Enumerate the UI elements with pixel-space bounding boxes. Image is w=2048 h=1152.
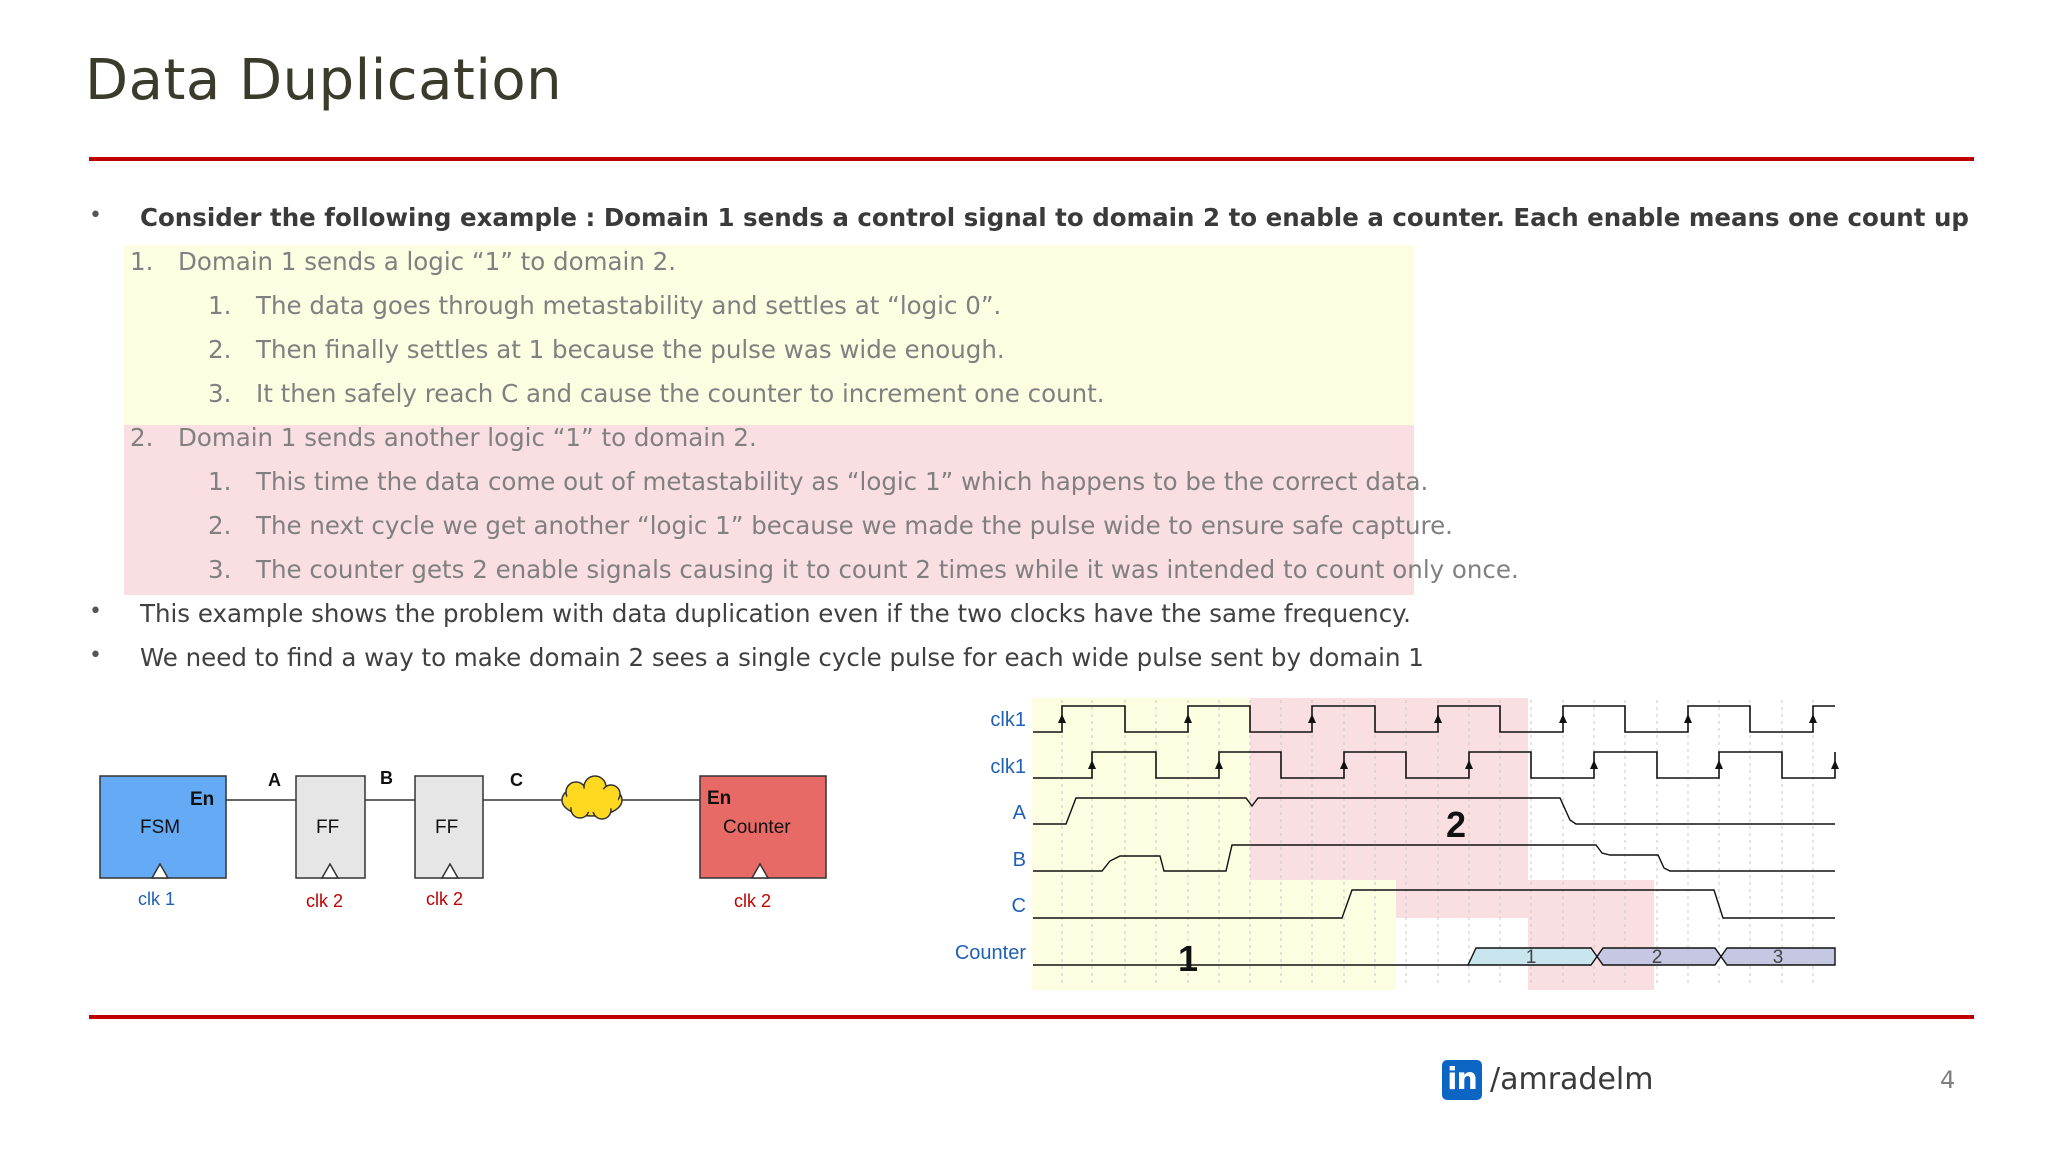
region-1-label: 1: [1178, 938, 1198, 979]
signal-label-clk1: clk1: [990, 709, 1026, 731]
counter-clock-triangle: [750, 862, 770, 879]
item-number: 3.: [208, 555, 232, 584]
counter-value-3: 3: [1773, 947, 1784, 968]
item-number: 2.: [208, 511, 232, 540]
fsm-clock-triangle: [150, 862, 170, 879]
bullet-text: We need to find a way to make domain 2 s…: [140, 643, 1424, 672]
ff2-clock-triangle: [440, 862, 460, 879]
counter-block: [699, 775, 827, 879]
ff1-label: FF: [316, 817, 339, 838]
counter-value-1: 1: [1526, 947, 1537, 968]
clk1-edge-arrows: [1058, 714, 1817, 723]
ff2-label: FF: [435, 817, 458, 838]
bullet-dot: •: [89, 599, 102, 624]
signal-label-b: B: [1013, 849, 1026, 871]
region-2-shade: [1250, 698, 1528, 880]
signal-label-a: A: [1013, 802, 1027, 824]
wire-a-label: A: [268, 770, 281, 790]
timing-diagram: clk1 clk1 A B C Counter 1 2 3 1 2: [955, 698, 1839, 990]
highlight-case-2: [124, 425, 1414, 595]
signal-label-counter: Counter: [955, 942, 1026, 964]
top-divider: [89, 157, 1974, 161]
item-number: 1.: [208, 467, 232, 496]
fsm-clk-label: clk 1: [138, 889, 175, 909]
item-text: It then safely reach C and cause the cou…: [256, 379, 1105, 408]
item-text: The next cycle we get another “logic 1” …: [256, 511, 1453, 540]
counter-segment-1: [1466, 947, 1598, 966]
waveform-b: [1033, 844, 1835, 872]
timing-grid: [1061, 700, 1814, 985]
fsm-label: FSM: [140, 817, 180, 838]
bullet-text: This example shows the problem with data…: [140, 599, 1411, 628]
bottom-divider: [89, 1015, 1974, 1019]
item-number: 1.: [208, 291, 232, 320]
counter-segment-3: [1720, 947, 1836, 966]
region-2-label: 2: [1446, 804, 1466, 845]
ff1-block: [295, 775, 366, 879]
intro-text: Consider the following example : Domain …: [140, 203, 1969, 232]
signal-label-c: C: [1012, 895, 1026, 917]
item-text: This time the data come out of metastabi…: [256, 467, 1429, 496]
wire-b-label: B: [380, 768, 393, 788]
item-number: 2.: [130, 423, 154, 452]
item-number: 2.: [208, 335, 232, 364]
signal-label-clk1-shifted: clk1: [990, 756, 1026, 778]
waveform-a: [1033, 797, 1835, 825]
circuit-diagram: En FSM clk 1 FF clk 2 FF clk 2 A B C En …: [99, 768, 827, 911]
page-number: 4: [1940, 1066, 1956, 1094]
item-text: Domain 1 sends another logic “1” to doma…: [178, 423, 757, 452]
region-1-shade: [1032, 698, 1250, 990]
ff1-clk-label: clk 2: [306, 891, 343, 911]
counter-clk-label: clk 2: [734, 891, 771, 911]
highlight-case-1: [124, 245, 1414, 425]
ff1-clock-triangle: [320, 862, 340, 879]
clk2-edge-arrows: [1088, 760, 1839, 769]
wire-c-label: C: [510, 770, 523, 790]
region-1-shade-tail: [1250, 880, 1396, 990]
fsm-en-label: En: [190, 789, 214, 810]
bullet-dot: •: [89, 203, 102, 228]
bullet-dot: •: [89, 643, 102, 668]
metastability-cloud-icon: [561, 775, 623, 820]
linkedin-handle[interactable]: /amradelm: [1490, 1062, 1654, 1097]
item-text: Domain 1 sends a logic “1” to domain 2.: [178, 247, 676, 276]
counter-label: Counter: [723, 817, 791, 838]
fsm-block: [99, 775, 227, 879]
item-text: Then finally settles at 1 because the pu…: [256, 335, 1005, 364]
counter-en-label: En: [707, 788, 731, 809]
counter-value-2: 2: [1652, 947, 1663, 968]
region-2-shade-c: [1396, 880, 1654, 918]
ff2-clk-label: clk 2: [426, 889, 463, 909]
item-number: 3.: [208, 379, 232, 408]
slide-title: Data Duplication: [85, 48, 563, 113]
item-text: The data goes through metastability and …: [256, 291, 1002, 320]
linkedin-icon[interactable]: in: [1442, 1060, 1482, 1100]
waveform-c: [1033, 889, 1835, 919]
item-number: 1.: [130, 247, 154, 276]
item-text: The counter gets 2 enable signals causin…: [256, 555, 1519, 584]
